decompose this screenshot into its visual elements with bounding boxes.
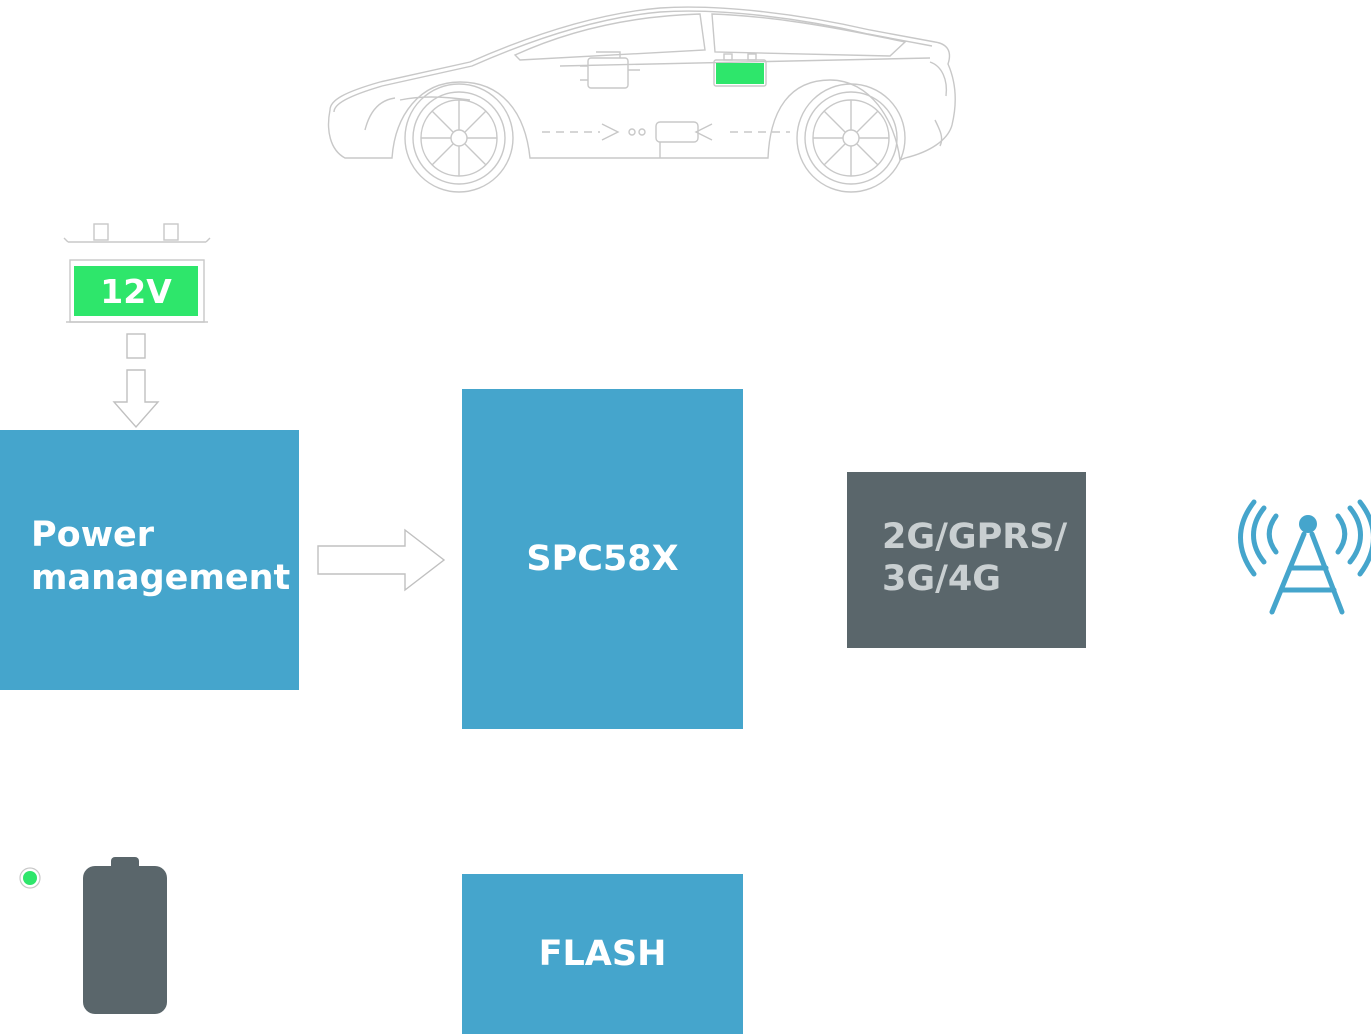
mcu-block: SPC58X (462, 389, 743, 729)
modem-block: 2G/GPRS/ 3G/4G (847, 472, 1086, 648)
modem-label-line2: 3G/4G (882, 559, 1001, 599)
power-management-label-line1: Power (31, 515, 155, 555)
mcu-label: SPC58X (526, 539, 679, 579)
power-management-label-line2: management (31, 558, 291, 598)
battery-voltage-label: 12V (100, 271, 172, 311)
flash-block: FLASH (462, 874, 743, 1034)
power-management-block: Power management (0, 430, 299, 690)
flash-label: FLASH (538, 934, 667, 974)
modem-label-line1: 2G/GPRS/ (882, 517, 1068, 557)
